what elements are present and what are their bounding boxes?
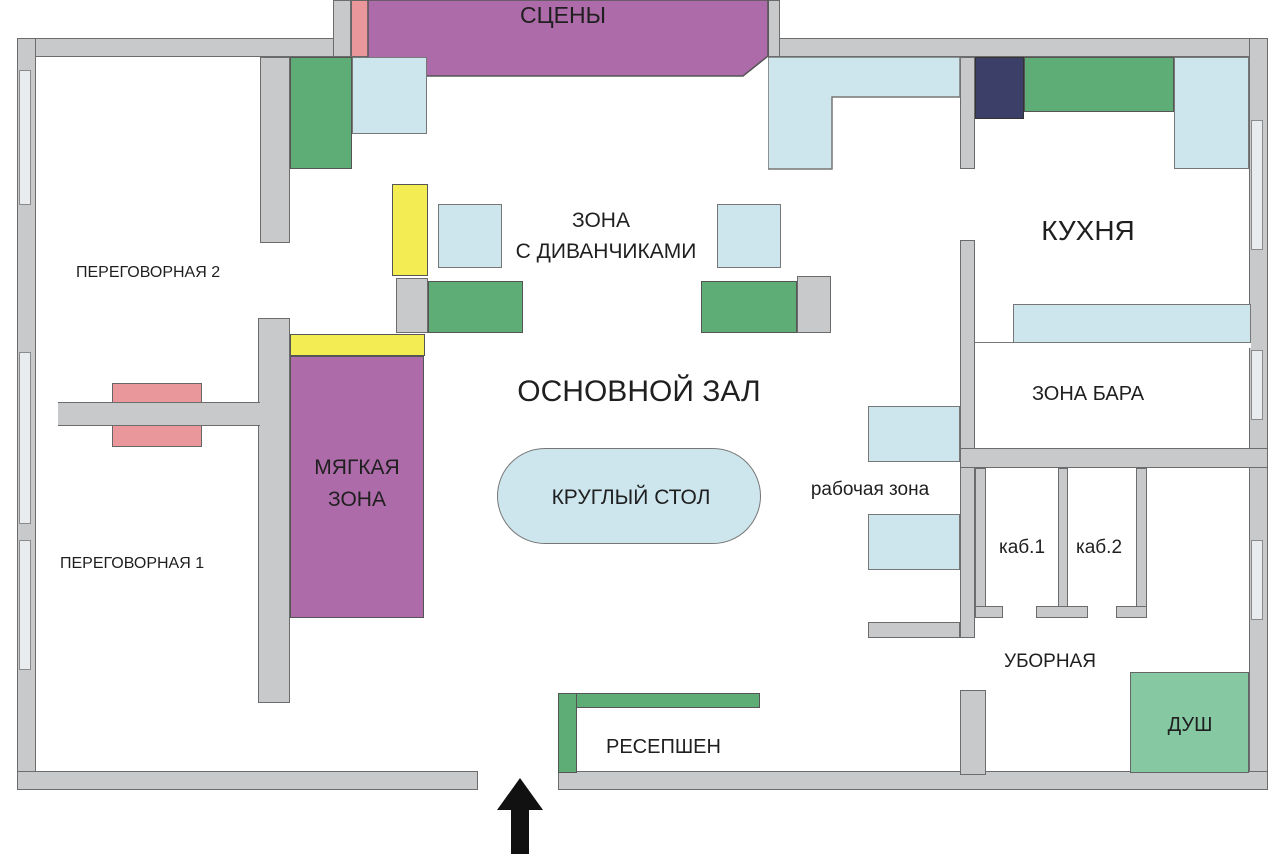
wall-cabin-divider bbox=[1058, 468, 1068, 616]
wall-sofa-post-right bbox=[797, 276, 831, 333]
meeting-room-1-label: ПЕРЕГОВОРНАЯ 1 bbox=[60, 555, 205, 572]
up-arrow-icon bbox=[497, 778, 543, 854]
wall-meeting-divider-vertical bbox=[258, 318, 290, 703]
wall-cabin1-left-foot bbox=[975, 606, 1003, 618]
reception-counter-top bbox=[558, 693, 760, 708]
round-table-label: КРУГЛЫЙ СТОЛ bbox=[551, 486, 711, 509]
window-right-top bbox=[1251, 120, 1263, 250]
wall-top-right bbox=[768, 38, 1268, 57]
window-left-top bbox=[19, 70, 31, 205]
table-light-top-left bbox=[352, 57, 427, 134]
sofa-zone-label-line2: С ДИВАНЧИКАМИ bbox=[515, 240, 697, 263]
kitchen-light-right bbox=[1174, 57, 1249, 169]
reception-label: РЕСЕПШЕН bbox=[606, 736, 721, 758]
shower bbox=[1130, 672, 1249, 773]
wall-cabin1-left bbox=[975, 468, 986, 616]
wall-stage-left bbox=[333, 0, 351, 57]
wall-cabin-divider-foot bbox=[1036, 606, 1088, 618]
kitchen-label: КУХНЯ bbox=[1041, 215, 1135, 246]
wall-bottom-right bbox=[558, 771, 1268, 790]
wall-meeting-divider-overlay bbox=[58, 402, 260, 426]
reception-counter-side bbox=[558, 693, 577, 773]
soft-zone-label-line1: МЯГКАЯ bbox=[314, 456, 400, 479]
restroom-label: УБОРНАЯ bbox=[1004, 651, 1096, 672]
wall-work-bottom bbox=[868, 622, 960, 638]
shower-label: ДУШ bbox=[1167, 714, 1213, 736]
cabin-1-label: каб.1 bbox=[998, 537, 1046, 558]
window-right-low bbox=[1251, 540, 1263, 620]
yellow-panel-horizontal bbox=[290, 334, 425, 356]
bar-counter bbox=[1013, 304, 1251, 343]
wall-cabin2-right-foot bbox=[1116, 606, 1147, 618]
wall-restroom-stub bbox=[960, 690, 986, 775]
wall-kitchen-top-stub bbox=[960, 57, 975, 169]
kitchen-green-counter bbox=[1024, 57, 1174, 112]
meeting-room-2-label: ПЕРЕГОВОРНАЯ 2 bbox=[76, 264, 221, 281]
window-left-bottom bbox=[19, 540, 31, 670]
soft-zone bbox=[290, 356, 424, 618]
soft-zone-label-line2: ЗОНА bbox=[328, 488, 386, 511]
sofa-zone-chair-right bbox=[717, 204, 781, 268]
sofa-green-left bbox=[428, 281, 523, 333]
wall-cabin2-right bbox=[1136, 468, 1147, 616]
work-desk-upper bbox=[868, 406, 960, 462]
round-table bbox=[497, 448, 761, 544]
wall-sofa-post bbox=[396, 278, 428, 333]
sofa-zone-label-line1: ЗОНА bbox=[572, 209, 630, 232]
work-zone-label: рабочая зона bbox=[810, 479, 930, 500]
appliance-navy bbox=[975, 57, 1024, 119]
bar-zone-label: ЗОНА БАРА bbox=[1031, 383, 1145, 405]
window-left-mid bbox=[19, 352, 31, 524]
yellow-panel-vertical bbox=[392, 184, 428, 276]
wall-top-left bbox=[17, 38, 362, 57]
wall-bottom-left bbox=[17, 771, 478, 790]
wall-kitchen-vertical bbox=[960, 240, 975, 638]
wall-meeting2-upper bbox=[260, 57, 290, 243]
sofa-green-top-left bbox=[290, 57, 352, 169]
wall-bar-bottom bbox=[960, 448, 1268, 468]
sofa-green-right bbox=[701, 281, 797, 333]
main-hall-label: ОСНОВНОЙ ЗАЛ bbox=[517, 375, 761, 408]
stage-label: СЦЕНЫ bbox=[520, 2, 606, 28]
window-right-mid bbox=[1251, 350, 1263, 420]
kitchen-counter-l bbox=[768, 57, 961, 170]
sofa-zone-chair-left bbox=[438, 204, 502, 268]
work-desk-lower bbox=[868, 514, 960, 570]
cabin-2-label: каб.2 bbox=[1075, 537, 1123, 558]
